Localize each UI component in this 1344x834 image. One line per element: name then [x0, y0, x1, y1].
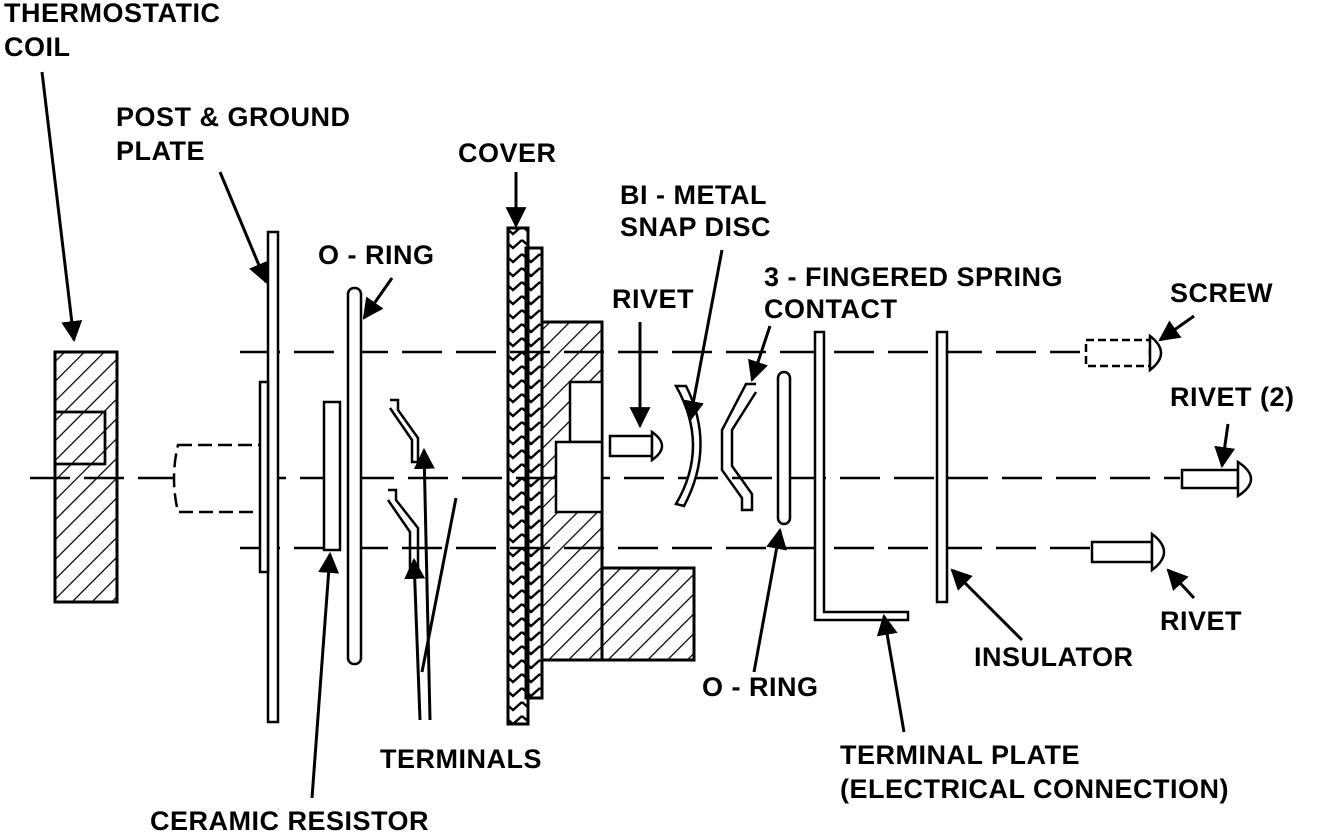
labels: THERMOSTATIC COIL POST & GROUND PLATE CO… [4, 0, 1295, 834]
rivet-two-part [1180, 459, 1253, 499]
insulator-part [935, 330, 949, 604]
bi-metal-snap-disc-label: BI - METAL SNAP DISC [620, 180, 775, 242]
rivet-lower-part [1090, 531, 1166, 573]
post-ground-plate-label: POST & GROUND PLATE [116, 102, 359, 166]
terminal-plate-part [813, 330, 910, 622]
spring-contact-label: 3 - FINGERED SPRING CONTACT [764, 262, 1071, 324]
o-ring-lower-part [776, 370, 792, 526]
o-ring-upper-part [346, 286, 363, 666]
terminal-plate-label: TERMINAL PLATE (ELECTRICAL CONNECTION) [840, 740, 1229, 804]
cover-label: COVER [458, 138, 557, 168]
post-ground-plate-part [172, 230, 280, 724]
leader-lines [40, 71, 1236, 799]
rivet-two-label: RIVET (2) [1170, 382, 1295, 412]
cover-part [506, 226, 696, 726]
ceramic-resistor-label: CERAMIC RESISTOR [150, 806, 429, 834]
ceramic-resistor-part [322, 400, 342, 552]
rivet-lower-label: RIVET [1160, 606, 1242, 636]
screw-part [1084, 333, 1163, 373]
terminals-part [386, 398, 420, 570]
spring-contact-part [720, 382, 758, 512]
rivet-upper-part [608, 429, 664, 463]
thermostatic-coil-label: THERMOSTATIC COIL [4, 0, 229, 62]
o-ring-lower-label: O - RING [702, 672, 819, 702]
insulator-label: INSULATOR [974, 642, 1134, 672]
bi-metal-snap-disc-part [673, 384, 702, 508]
o-ring-upper-label: O - RING [318, 240, 435, 270]
thermostatic-coil-part [53, 350, 119, 604]
screw-label: SCREW [1170, 278, 1273, 308]
terminals-label: TERMINALS [380, 744, 542, 774]
rivet-upper-label: RIVET [612, 284, 694, 314]
